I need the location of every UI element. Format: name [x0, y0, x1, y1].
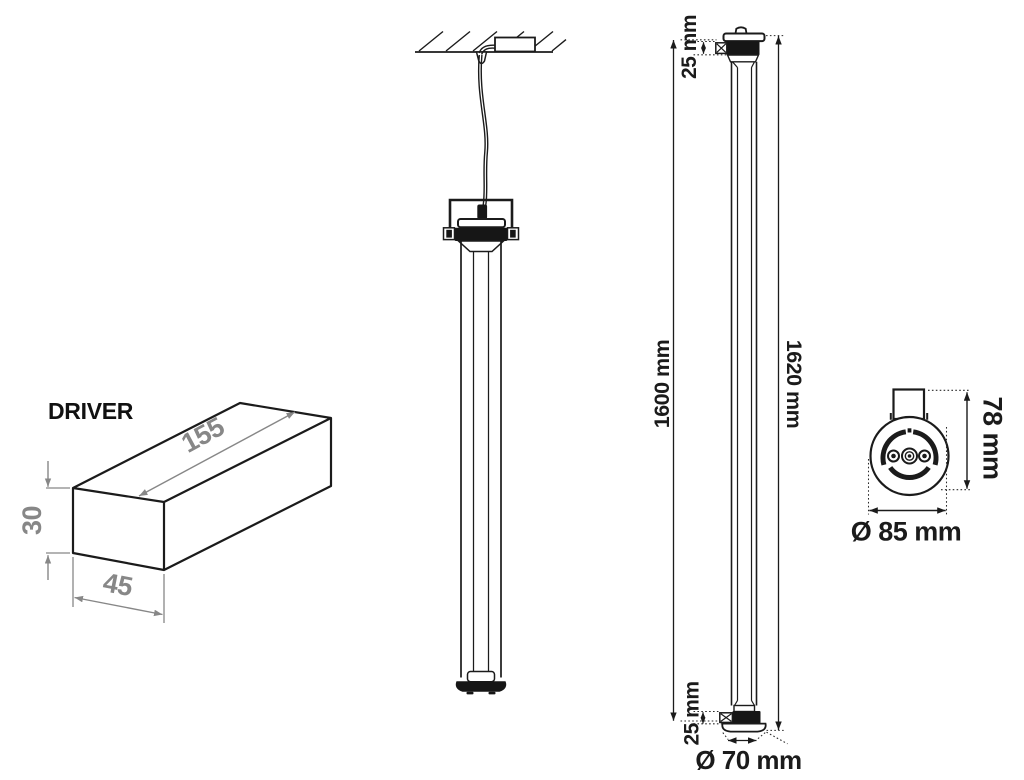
hole-right: [918, 449, 931, 463]
bottom-flange: [721, 722, 767, 733]
hole-center-dot: [907, 454, 912, 458]
top-clamp-cross: [716, 43, 727, 53]
bottom-step: [466, 670, 496, 683]
driver-diagram: DRIVER 155 30 45: [17, 398, 333, 623]
inner-arc-bottom: [888, 465, 931, 481]
bottom-cap-foot-right: [488, 691, 496, 695]
bottom-clamp-cross: [720, 713, 732, 722]
tube-inner-walls: [472, 251, 490, 672]
dim-top-25mm-label: 25 mm: [678, 15, 701, 79]
arc-gap-tick: [907, 428, 912, 433]
hole-right-center: [922, 453, 927, 459]
inner-arc-top-right: [912, 429, 939, 466]
dim-driver-width: 45: [72, 557, 165, 623]
tube-outer-walls: [460, 241, 502, 678]
ceiling-driver-box: [494, 36, 536, 53]
dim-45-arrow: [74, 595, 163, 617]
bottom-step: [733, 704, 756, 713]
lamp-front-view-diagram: 25 mm 1600 mm 1620 mm 25 mm Ø 70 mm: [650, 15, 806, 775]
bottom-cap: [732, 711, 761, 724]
dim-bottom-25mm-label: 25 mm: [681, 681, 704, 745]
top-inner-shoulder: [732, 61, 756, 68]
dim-1600mm-label: 1600 mm: [650, 340, 674, 429]
dim-45-label: 45: [101, 567, 136, 602]
dim-155-arrow: [138, 411, 296, 497]
right-clamp-screw: [510, 229, 516, 238]
top-cap: [726, 41, 760, 55]
bottom-cap-foot-left: [466, 691, 474, 695]
tube-shoulder: [456, 240, 506, 253]
bracket-stub-lips: [889, 413, 929, 420]
top-cap: [454, 227, 508, 241]
suspension-cable: [477, 44, 496, 206]
dim-85mm-label: Ø 85 mm: [851, 517, 962, 547]
dim-1620mm-label: 1620 mm: [782, 340, 806, 429]
dim-30-label: 30: [17, 506, 47, 535]
tube-inner-walls: [736, 67, 753, 701]
hole-left-center: [891, 453, 896, 459]
bottom-cap: [455, 681, 507, 692]
mounting-bracket: [448, 198, 514, 234]
hole-left: [887, 449, 900, 463]
inner-arc-top-left: [880, 429, 907, 466]
left-clamp-screw: [446, 229, 452, 238]
lamp-top-view-diagram: 78 mm Ø 85 mm: [851, 388, 1008, 547]
driver-label: DRIVER: [48, 398, 134, 424]
bracket-stub: [892, 388, 926, 421]
dim-30-ticks: [46, 487, 70, 554]
dim-78mm-label: 78 mm: [978, 396, 1008, 479]
bottom-inner-shoulder: [733, 700, 756, 706]
pendant-installation-diagram: [415, 30, 567, 695]
leader-lines: [680, 35, 788, 745]
hole-center-mid: [904, 451, 915, 461]
dim-45-extensions: [72, 557, 165, 623]
tube-outer-walls: [730, 61, 758, 706]
top-shoulder: [726, 54, 760, 63]
top-disc: [722, 32, 766, 43]
suspension-knob: [734, 26, 748, 35]
hole-center-outer: [901, 447, 918, 465]
dim-driver-height: 30: [17, 461, 70, 580]
cable-connector: [477, 204, 488, 219]
dim-70mm-label: Ø 70 mm: [695, 745, 801, 775]
canopy-disc: [457, 218, 506, 229]
